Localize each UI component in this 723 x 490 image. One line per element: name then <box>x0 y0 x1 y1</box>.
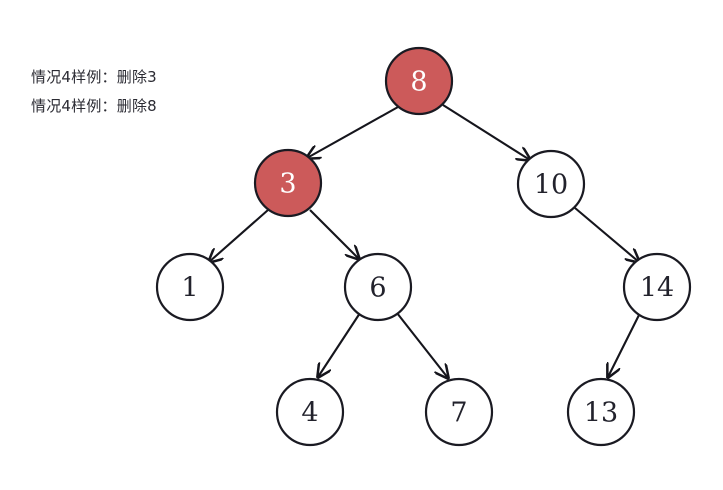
tree-node-4[interactable]: 4 <box>275 377 345 447</box>
tree-node-circle-8[interactable] <box>384 46 454 116</box>
tree-node-circle-14[interactable] <box>622 252 692 322</box>
tree-node-1[interactable]: 1 <box>155 252 225 322</box>
tree-edge-n3-n1 <box>209 209 269 262</box>
tree-edge-n3-n6 <box>309 209 359 259</box>
tree-node-label-4: 4 <box>301 398 318 429</box>
caption-line-2: 情况4样例：删除8 <box>31 97 157 115</box>
tree-edge-n8-n3 <box>307 106 399 158</box>
tree-node-label-3: 3 <box>279 169 296 200</box>
tree-node-label-10: 10 <box>534 170 568 201</box>
tree-node-circle-4[interactable] <box>275 377 345 447</box>
tree-node-label-7: 7 <box>450 398 467 429</box>
tree-node-circle-1[interactable] <box>155 252 225 322</box>
tree-node-circle-10[interactable] <box>516 149 586 219</box>
caption-line-1: 情况4样例：删除3 <box>31 68 157 86</box>
tree-node-label-13: 13 <box>584 398 618 429</box>
tree-node-3[interactable]: 3 <box>253 148 323 218</box>
edge-layer <box>209 104 641 378</box>
tree-node-10[interactable]: 10 <box>516 149 586 219</box>
tree-edge-n8-n10 <box>442 104 530 160</box>
tree-node-circle-7[interactable] <box>424 377 494 447</box>
tree-edge-n14-n13 <box>608 312 641 377</box>
tree-node-14[interactable]: 14 <box>622 252 692 322</box>
tree-node-label-8: 8 <box>410 67 427 98</box>
tree-edge-n6-n7 <box>396 312 448 378</box>
tree-node-13[interactable]: 13 <box>566 377 636 447</box>
tree-node-label-14: 14 <box>640 273 674 304</box>
caption-block: 情况4样例：删除3 情况4样例：删除8 <box>31 63 311 121</box>
tree-node-8[interactable]: 8 <box>384 46 454 116</box>
tree-node-label-1: 1 <box>181 273 198 304</box>
tree-edge-n10-n14 <box>574 207 639 262</box>
node-layer: 8 3 10 1 6 14 4 7 13 <box>155 46 692 447</box>
tree-node-7[interactable]: 7 <box>424 377 494 447</box>
tree-edge-n6-n4 <box>318 312 361 377</box>
tree-node-circle-13[interactable] <box>566 377 636 447</box>
tree-node-label-6: 6 <box>369 273 386 304</box>
tree-node-circle-6[interactable] <box>343 252 413 322</box>
tree-node-circle-3[interactable] <box>253 148 323 218</box>
tree-node-6[interactable]: 6 <box>343 252 413 322</box>
